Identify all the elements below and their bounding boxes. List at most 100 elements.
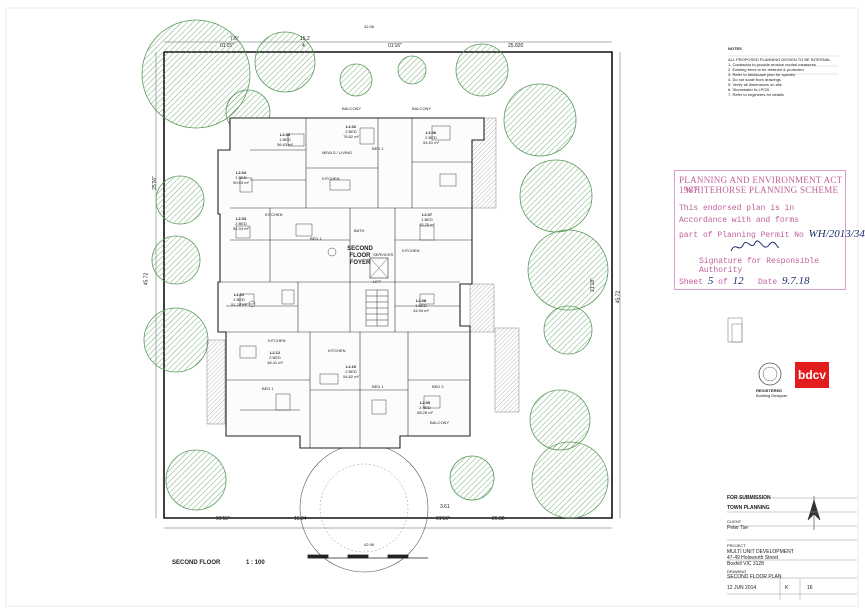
note-line: 7. Refer to engineers for details xyxy=(728,92,784,97)
dim-left-side: 45.72 xyxy=(143,272,150,286)
notes-block: NOTES ALL PROPOSED PLANNING DESIGN TO BE… xyxy=(728,46,838,97)
unit-id: L2.10 xyxy=(345,364,357,369)
stair xyxy=(365,289,389,327)
room-balcony-c: BALCONY xyxy=(412,106,432,111)
unit-area: 59.03 m² xyxy=(233,180,249,185)
registered-text: REGISTERED xyxy=(756,388,783,393)
room-bed1-d: BED 1 xyxy=(262,386,274,391)
unit-area: 48.41 m² xyxy=(267,360,283,365)
dim-bottom-right: 26.82 xyxy=(492,516,505,522)
bdi-logo xyxy=(727,317,743,343)
tb-client-label: CLIENT xyxy=(727,519,742,524)
bdcv-logo: bdcv xyxy=(795,362,829,388)
unit-id: L2.03 xyxy=(235,216,247,221)
dim-top-mid-a: 15.2 xyxy=(300,36,310,42)
unit-id: L2.09 xyxy=(419,400,431,405)
dim-top-total: 42.96 xyxy=(364,24,375,29)
unit-beds: 1 BED xyxy=(279,137,291,142)
unit-id: L2.06 xyxy=(425,130,437,135)
unit-id: L2.05 xyxy=(279,132,291,137)
dim-right-side-b: 21'18" xyxy=(589,278,596,292)
note-line: 6. Stormwater to LPOD xyxy=(728,87,770,92)
unit-area: 56.63 m² xyxy=(277,142,293,147)
unit-id: L2.04 xyxy=(235,170,247,175)
tb-purpose: TOWN PLANNING xyxy=(727,505,770,511)
dim-right-side: 45.72 xyxy=(615,290,622,304)
notes-list: ALL PROPOSED PLANNING DESIGN TO BE INTER… xyxy=(728,57,838,97)
unit-area: 44.94 m² xyxy=(413,308,429,313)
scale-bar xyxy=(307,554,428,559)
unit-beds: 1 BED xyxy=(421,217,433,222)
room-bed1-a: BED 1 xyxy=(372,146,384,151)
unit-area: 54.61 m² xyxy=(423,140,439,145)
title-block-grid xyxy=(727,497,857,600)
dim-bottom-total: 42.96 xyxy=(364,542,375,547)
dim-bottom-mid: 15.24 xyxy=(294,516,307,522)
tb-status: FOR SUBMISSION xyxy=(727,495,771,501)
building-footprint xyxy=(217,117,485,449)
tb-rev: K xyxy=(785,585,789,591)
title-block: FOR SUBMISSION TOWN PLANNING CLIENT Pete… xyxy=(727,495,857,600)
lift-shaft xyxy=(369,257,389,279)
note-line: 5. Verify all dimensions on site xyxy=(728,82,782,87)
unit-id: L2.02 xyxy=(345,124,357,129)
floor-title: SECOND FLOOR xyxy=(172,560,221,566)
unit-area: 78.82 m² xyxy=(343,134,359,139)
tb-project: MULTI UNIT DEVELOPMENT xyxy=(727,549,794,555)
unit-beds: 1 BED xyxy=(235,175,247,180)
unit-id: L2.07 xyxy=(421,212,433,217)
room-balcony-a: BALCONY xyxy=(430,420,450,425)
registered-sub: Building Designer xyxy=(756,393,788,398)
foyer-line-3: FOYER xyxy=(349,260,371,266)
room-bed2-a: BED 2 xyxy=(432,384,444,389)
dim-top-mid-b: 4 xyxy=(302,43,305,49)
room-kitchen-b: KITCHEN xyxy=(265,212,283,217)
unit-area: 68.28 m² xyxy=(417,410,433,415)
room-balcony-b: BALCONY xyxy=(342,106,362,111)
unit-area: 51.28 m² xyxy=(231,302,247,307)
unit-beds: 2 BED xyxy=(345,129,357,134)
unit-beds: 2 BED xyxy=(345,369,357,374)
sheet-prefix: Sheet xyxy=(679,278,704,287)
dim-top-left-a: 7.6° xyxy=(230,36,239,42)
unit-beds: 1 BED xyxy=(415,303,427,308)
scale-label: 1 : 100 xyxy=(246,560,265,566)
tb-client: Peter Tse xyxy=(727,525,749,531)
unit-area: 51.04 m² xyxy=(233,226,249,231)
tb-date: 12 JUN 2014 xyxy=(727,585,757,591)
stamp-date: 9.7.18 xyxy=(781,275,810,287)
dim-top-right: 25.820 xyxy=(508,43,524,49)
unit-area: 54.82 m² xyxy=(343,374,359,379)
dim-top-left-b: 01'15" xyxy=(220,43,234,49)
foyer-line-1: SECOND xyxy=(347,246,373,252)
stamp-line-2: WHITEHORSE PLANNING SCHEME xyxy=(685,185,839,195)
note-line: 1. Contractor to provide erosion control… xyxy=(728,62,816,67)
unit-beds: 2 BED xyxy=(235,221,247,226)
stamp-line-7: Sheet 5 of 12 Date 9.7.18 xyxy=(679,275,809,287)
notes-heading: NOTES xyxy=(728,46,742,51)
room-kitchen-e: KITCHEN xyxy=(328,348,346,353)
dim-bottom-mid-b: 01'16" xyxy=(436,516,450,522)
note-line: 4. Do not scale from drawings xyxy=(728,77,781,82)
room-meals-a: MEALS / LIVING xyxy=(322,150,353,155)
unit-area: 45.25 m² xyxy=(419,222,435,227)
room-bed1-b: BED 1 xyxy=(310,236,322,241)
unit-beds: 2 BED xyxy=(425,135,437,140)
dim-bottom-left: 01'15" xyxy=(216,516,230,522)
note-line: ALL PROPOSED PLANNING DESIGN TO BE INTER… xyxy=(728,57,831,62)
note-line: 2. Existing trees to be retained & prote… xyxy=(728,67,804,72)
foyer-label: SECOND FLOOR FOYER xyxy=(342,246,378,267)
dim-left-side-b: 25'26" xyxy=(151,176,158,190)
room-bath-a: BATH xyxy=(354,228,365,233)
north-arrow-icon xyxy=(807,496,821,530)
dim-bottom-mid-c: 3.61 xyxy=(440,504,450,510)
